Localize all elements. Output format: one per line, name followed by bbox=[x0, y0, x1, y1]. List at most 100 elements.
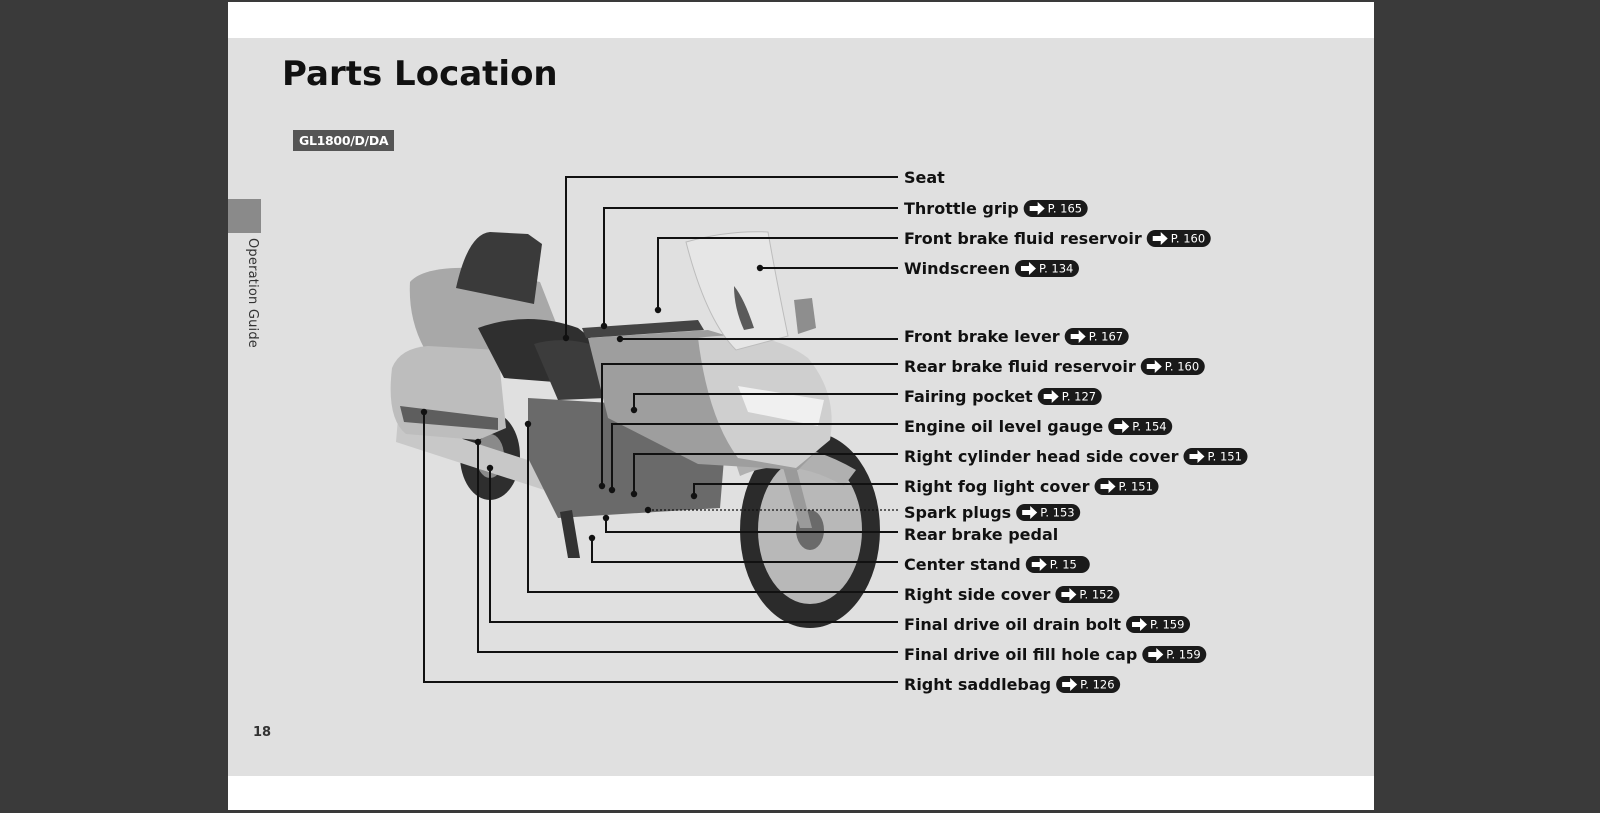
callout-label: Windscreen bbox=[904, 259, 1010, 278]
page-ref-badge[interactable]: P. 160 bbox=[1146, 230, 1211, 247]
callout-label: Engine oil level gauge bbox=[904, 417, 1103, 436]
callout-label: Rear brake pedal bbox=[904, 525, 1058, 544]
callout-label: Rear brake fluid reservoir bbox=[904, 357, 1136, 376]
callout-label: Spark plugs bbox=[904, 503, 1011, 522]
callout-right-saddlebag: Right saddlebag P. 126 bbox=[904, 675, 1121, 694]
arrow-right-icon bbox=[1146, 360, 1162, 373]
page-ref-badge[interactable]: P. 15 bbox=[1025, 556, 1090, 573]
leader-seat bbox=[565, 176, 898, 338]
page-ref-text: P. 15 bbox=[1050, 558, 1077, 572]
callout-label: Final drive oil drain bolt bbox=[904, 615, 1121, 634]
leader-final-drive-oil-drain-bolt bbox=[489, 468, 898, 623]
arrow-right-icon bbox=[1114, 420, 1130, 433]
arrow-right-icon bbox=[1070, 330, 1086, 343]
callout-label: Right side cover bbox=[904, 585, 1051, 604]
callout-front-brake-fluid-reservoir: Front brake fluid reservoir P. 160 bbox=[904, 229, 1211, 248]
leader-right-saddlebag bbox=[423, 412, 898, 683]
callout-final-drive-oil-drain-bolt: Final drive oil drain bolt P. 159 bbox=[904, 615, 1191, 634]
callout-label: Right saddlebag bbox=[904, 675, 1051, 694]
leader-engine-oil-level-gauge bbox=[611, 423, 898, 490]
leader-rear-brake-fluid-reservoir bbox=[601, 363, 898, 486]
leader-final-drive-oil-fill-hole-cap bbox=[477, 442, 898, 653]
page-ref-text: P. 159 bbox=[1166, 648, 1200, 662]
arrow-right-icon bbox=[1189, 450, 1205, 463]
page-ref-text: P. 165 bbox=[1048, 202, 1082, 216]
page-ref-text: P. 126 bbox=[1080, 678, 1114, 692]
arrow-right-icon bbox=[1061, 588, 1077, 601]
leader-center-stand bbox=[591, 538, 898, 563]
callout-rear-brake-fluid-reservoir: Rear brake fluid reservoir P. 160 bbox=[904, 357, 1205, 376]
page-ref-badge[interactable]: P. 160 bbox=[1140, 358, 1205, 375]
section-tab-marker bbox=[228, 199, 261, 233]
page-ref-text: P. 151 bbox=[1119, 480, 1153, 494]
motorcycle-illustration bbox=[390, 231, 880, 628]
page-ref-badge[interactable]: P. 159 bbox=[1142, 646, 1207, 663]
arrow-right-icon bbox=[1152, 232, 1168, 245]
callout-engine-oil-level-gauge: Engine oil level gauge P. 154 bbox=[904, 417, 1173, 436]
page-ref-badge[interactable]: P. 126 bbox=[1056, 676, 1121, 693]
section-tab-label: Operation Guide bbox=[245, 238, 260, 349]
leader-rear-brake-pedal bbox=[605, 518, 898, 533]
arrow-right-icon bbox=[1029, 202, 1045, 215]
page-ref-badge[interactable]: P. 153 bbox=[1016, 504, 1081, 521]
callout-label: Center stand bbox=[904, 555, 1021, 574]
callout-label: Seat bbox=[904, 168, 945, 187]
page-number: 18 bbox=[253, 725, 272, 740]
page-ref-badge[interactable]: P. 159 bbox=[1126, 616, 1191, 633]
page-content: Parts Location GL1800/D/DA Operation Gui… bbox=[228, 38, 1374, 776]
page-ref-text: P. 134 bbox=[1039, 262, 1073, 276]
arrow-right-icon bbox=[1062, 678, 1078, 691]
page-ref-text: P. 152 bbox=[1079, 588, 1113, 602]
manual-page: Parts Location GL1800/D/DA Operation Gui… bbox=[228, 2, 1374, 810]
leader-dots bbox=[420, 264, 764, 542]
page-ref-text: P. 159 bbox=[1150, 618, 1184, 632]
callout-center-stand: Center stand P. 15 bbox=[904, 555, 1090, 574]
page-ref-badge[interactable]: P. 151 bbox=[1094, 478, 1159, 495]
page-ref-text: P. 160 bbox=[1165, 360, 1199, 374]
model-tag: GL1800/D/DA bbox=[293, 130, 395, 151]
arrow-right-icon bbox=[1031, 558, 1047, 571]
callout-label: Throttle grip bbox=[904, 199, 1019, 218]
callout-final-drive-oil-fill-hole-cap: Final drive oil fill hole cap P. 159 bbox=[904, 645, 1207, 664]
page-title: Parts Location bbox=[282, 54, 558, 94]
callout-label: Final drive oil fill hole cap bbox=[904, 645, 1137, 664]
callout-label: Fairing pocket bbox=[904, 387, 1033, 406]
page-ref-badge[interactable]: P. 167 bbox=[1064, 328, 1129, 345]
callout-seat: Seat bbox=[904, 168, 945, 187]
callout-label: Front brake lever bbox=[904, 327, 1060, 346]
page-ref-text: P. 160 bbox=[1171, 232, 1205, 246]
arrow-right-icon bbox=[1100, 480, 1116, 493]
callout-rear-brake-pedal: Rear brake pedal bbox=[904, 525, 1058, 544]
page-ref-badge[interactable]: P. 134 bbox=[1014, 260, 1079, 277]
callout-label: Front brake fluid reservoir bbox=[904, 229, 1142, 248]
page-ref-text: P. 154 bbox=[1132, 420, 1166, 434]
page-ref-badge[interactable]: P. 152 bbox=[1055, 586, 1120, 603]
leader-front-brake-fluid-reservoir bbox=[657, 237, 898, 310]
page-ref-badge[interactable]: P. 154 bbox=[1108, 418, 1173, 435]
arrow-right-icon bbox=[1148, 648, 1164, 661]
callout-throttle-grip: Throttle grip P. 165 bbox=[904, 199, 1088, 218]
page-ref-text: P. 153 bbox=[1040, 506, 1074, 520]
arrow-right-icon bbox=[1022, 506, 1038, 519]
page-ref-badge[interactable]: P. 165 bbox=[1023, 200, 1088, 217]
callout-spark-plugs: Spark plugs P. 153 bbox=[904, 503, 1081, 522]
leader-right-fog-light-cover bbox=[693, 483, 898, 496]
callout-windscreen: Windscreen P. 134 bbox=[904, 259, 1079, 278]
page-ref-text: P. 151 bbox=[1208, 450, 1242, 464]
arrow-right-icon bbox=[1043, 390, 1059, 403]
arrow-right-icon bbox=[1132, 618, 1148, 631]
arrow-right-icon bbox=[1020, 262, 1036, 275]
callout-front-brake-lever: Front brake lever P. 167 bbox=[904, 327, 1129, 346]
page-ref-badge[interactable]: P. 127 bbox=[1037, 388, 1102, 405]
page-ref-text: P. 167 bbox=[1089, 330, 1123, 344]
leader-throttle-grip bbox=[603, 207, 898, 326]
leader-lines bbox=[423, 176, 898, 683]
leader-right-cylinder-head-side-cover bbox=[633, 453, 898, 494]
leader-right-side-cover bbox=[527, 424, 898, 593]
page-ref-badge[interactable]: P. 151 bbox=[1183, 448, 1248, 465]
